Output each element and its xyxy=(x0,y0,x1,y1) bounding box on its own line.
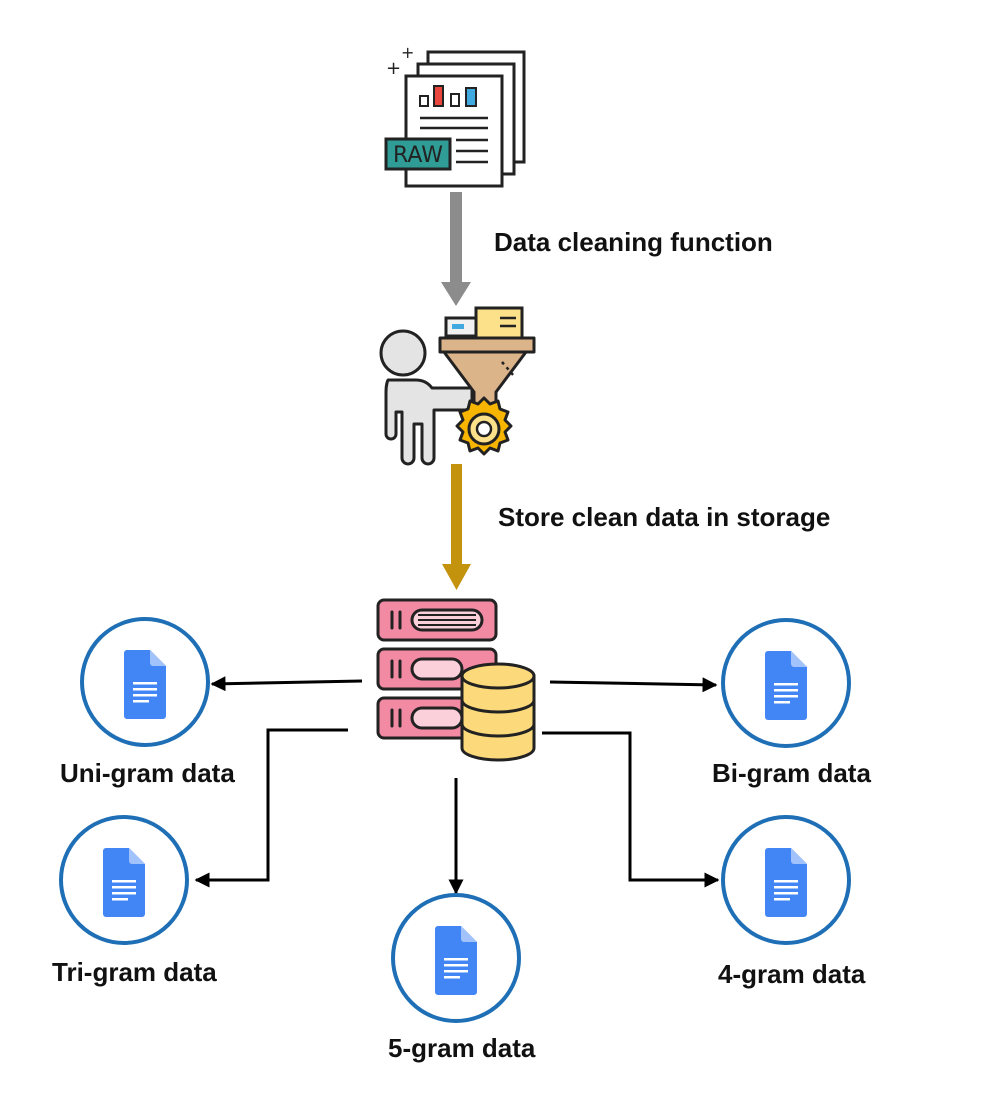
output-node-bigram xyxy=(721,618,851,748)
document-icon xyxy=(765,651,807,720)
document-icon xyxy=(103,848,145,917)
arrow-to-bigram xyxy=(549,677,718,693)
label-store-clean-data: Store clean data in storage xyxy=(498,502,831,532)
arrow-to-storage xyxy=(442,464,471,590)
output-node-5gram xyxy=(391,893,521,1023)
document-icon xyxy=(435,926,477,995)
arrow-to-cleaning xyxy=(441,192,471,306)
svg-text:+: + xyxy=(386,58,401,79)
svg-text:+: + xyxy=(401,43,414,62)
arrow-to-4gram xyxy=(542,731,720,888)
output-node-unigram xyxy=(80,617,210,747)
arrow-to-unigram xyxy=(210,676,363,692)
arrow-to-trigram xyxy=(194,728,348,888)
output-node-4gram xyxy=(721,815,851,945)
label-5gram-data: 5-gram data xyxy=(388,1033,536,1063)
server-database-icon xyxy=(376,598,536,762)
document-icon xyxy=(124,650,166,719)
person-filter-gear-icon xyxy=(379,306,536,466)
label-data-cleaning-function: Data cleaning function xyxy=(494,227,773,257)
raw-data-document-icon: + + RAW xyxy=(384,43,526,188)
label-bigram-data: Bi-gram data xyxy=(712,758,871,788)
connector-arrows xyxy=(194,676,720,895)
label-trigram-data: Tri-gram data xyxy=(52,957,217,987)
output-node-trigram xyxy=(59,815,189,945)
label-unigram-data: Uni-gram data xyxy=(60,758,235,788)
raw-badge: RAW xyxy=(393,143,443,168)
label-4gram-data: 4-gram data xyxy=(718,959,866,989)
document-icon xyxy=(765,848,807,917)
